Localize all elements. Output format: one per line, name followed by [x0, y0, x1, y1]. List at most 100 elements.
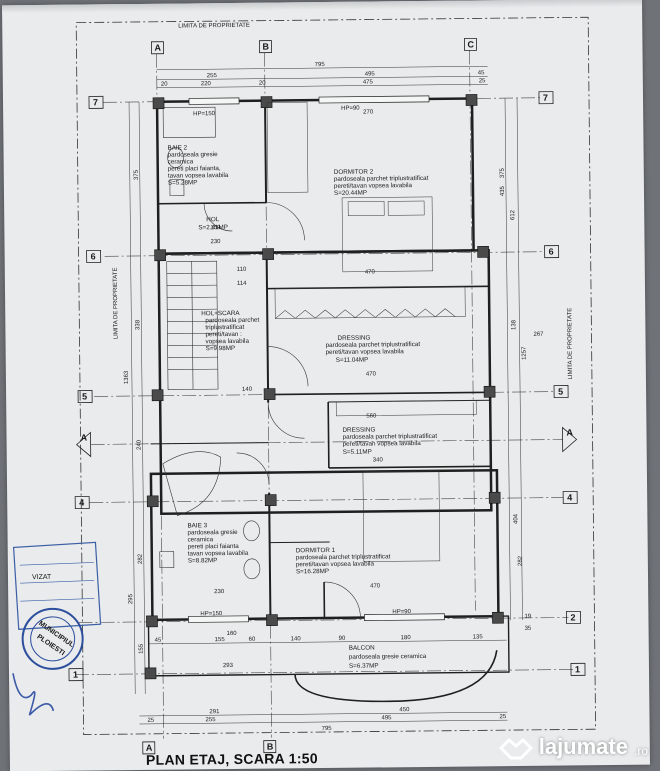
dim-top2-a: 20: [161, 82, 168, 88]
room-balcon-name: BALCON: [349, 645, 375, 652]
property-limit-top-label: LIMITA DE PROPRIETATE: [178, 23, 250, 30]
dim-inner-10: 140: [242, 387, 253, 393]
dim-left-4: 282: [138, 553, 144, 564]
room-dormitor2-area: S=20.44MP: [334, 190, 367, 197]
dim-left-3: 240: [137, 439, 143, 450]
grid-row-7-right: 7: [543, 93, 548, 103]
grid-col-c-top: C: [467, 39, 474, 49]
room-dressing1-line2: pereti/tavan vopsea lavabila: [326, 348, 405, 356]
dim-right-5: 404: [513, 513, 519, 524]
dim-bottom-5: 90: [339, 636, 346, 642]
handshake-icon: [499, 734, 533, 760]
window-label-1: HP=150: [193, 111, 216, 117]
property-limit-left-label: LIMITA DE PROPRIETATE: [113, 267, 120, 339]
dim-left-1: 375: [134, 169, 140, 180]
dim-left-2: 338: [135, 319, 141, 330]
dim-bottom2-c: 495: [381, 715, 392, 721]
round-seal: MUNICIPIUL PLOIESTI: [12, 609, 83, 716]
grid-row-6-left: 6: [91, 251, 96, 261]
room-balcon-line1: pardoseala gresie ceramica: [349, 653, 427, 661]
grid-row-5-right: 5: [558, 387, 563, 397]
property-limit-right-label: LIMITA DE PROPRIETATE: [567, 308, 574, 380]
grid-col-a-top: A: [154, 43, 161, 53]
dim-right-4: 138: [511, 319, 517, 330]
grid-row-7-left: 7: [93, 97, 98, 107]
grid-row-4-left: 4: [79, 498, 84, 508]
dim-inner-3: 470: [370, 583, 381, 589]
dim-top-total: 795: [315, 62, 326, 68]
dim-right-total: 1257: [522, 346, 528, 360]
room-dormitor2-line2: pereti/tavan vopsea lavabila: [334, 182, 413, 190]
grid-row-4-right: 4: [567, 492, 572, 502]
dim-bottom2-b: 255: [205, 717, 216, 723]
dim-inner-5: 340: [373, 457, 384, 463]
dim-left-total: 1363: [124, 370, 130, 384]
dim-bottom-4: 140: [291, 636, 302, 642]
room-dressing2-line2: pereti/tavan vopsea lavabila: [343, 440, 422, 448]
room-dressing1-area: S=11.04MP: [336, 357, 369, 364]
dim-right-extra-1: 267: [533, 332, 544, 338]
room-dormitor1-area: S=16.28MP: [296, 568, 329, 575]
room-dormitor1-line2: pereti/tavan vopsea lavabila: [296, 561, 375, 569]
dim-top2-e: 25: [479, 78, 486, 84]
dim-left-6: 155: [139, 643, 145, 654]
dim-inner-6: 230: [210, 239, 221, 245]
dim-bottom-6: 180: [401, 635, 412, 641]
grid-row-1-right: 1: [575, 664, 580, 674]
dim-top2-c: 20: [259, 81, 266, 87]
dim-inner-2: 470: [366, 371, 377, 377]
room-holscara-area: S=9.98MP: [206, 345, 236, 352]
watermark-tld: .ro: [634, 744, 648, 758]
watermark-brand: lajumate: [539, 734, 628, 760]
dim-inner-4: 560: [366, 413, 377, 419]
room-dressing2-area: S=5.11MP: [343, 449, 372, 456]
grid-row-5-left: 5: [82, 392, 87, 402]
dim-left-5: 295: [128, 593, 134, 604]
section-marker-right: A: [566, 427, 573, 437]
dim-inner-8: 110: [237, 267, 247, 273]
dim-bottom-7: 135: [473, 634, 484, 640]
dim-inner-1: 470: [365, 269, 376, 275]
dim-bottom3-b: 450: [399, 707, 410, 713]
grid-row-6-right: 6: [549, 247, 554, 257]
grid-col-b-top: B: [262, 42, 269, 52]
dim-right-extra-3: 35: [525, 626, 532, 632]
site-watermark: lajumate .ro: [499, 734, 648, 760]
window-label-3: HP=150: [200, 611, 223, 617]
dim-bottom-3: 60: [249, 637, 256, 643]
grid-row-1-left: 1: [73, 670, 78, 680]
dim-right-6: 282: [518, 555, 524, 566]
dim-top2-d: 475: [363, 79, 374, 85]
window-label-4: HP=90: [392, 609, 411, 615]
dim-bottom-1: 45: [155, 638, 162, 644]
dim-top-c: 45: [478, 70, 485, 76]
dim-inner-7: 230: [214, 589, 225, 595]
dim-bottom2-d: 25: [499, 714, 506, 720]
walls: [143, 98, 509, 676]
room-balcon-area: S=6.37MP: [349, 662, 379, 669]
dim-bottom3-a: 291: [209, 709, 220, 715]
approval-stamp-box: VIZAT: [14, 542, 101, 629]
dim-right-1: 375: [500, 167, 506, 178]
dim-inner-9: 114: [237, 281, 247, 287]
signature: [13, 673, 53, 715]
room-baie2-line4: tavan vopsea lavabila: [168, 172, 229, 180]
dim-top-a: 255: [207, 73, 218, 79]
wardrobes: [267, 100, 476, 416]
dim-inner-12: 160: [227, 631, 238, 637]
dim-inner-13: 270: [363, 109, 374, 115]
room-hol-area: S=2.41MP: [198, 224, 228, 231]
page-title: PLAN ETAJ, SCARA 1:50: [146, 750, 318, 768]
dim-right-3: 435: [500, 185, 506, 196]
dim-right-extra-2: 19: [524, 614, 531, 620]
dim-bottom-2: 155: [215, 637, 226, 643]
room-labels: BAIE 2 pardoseala gresie ceramica pereti…: [167, 142, 439, 672]
stamp-box-text: VIZAT: [32, 574, 52, 581]
dim-bottom2-a: 25: [147, 718, 154, 724]
dim-inner-11: 293: [223, 663, 234, 669]
room-hol-name: HOL: [206, 216, 220, 223]
dim-bottom-total: 795: [322, 726, 333, 732]
window-label-2: HP=90: [341, 106, 360, 112]
